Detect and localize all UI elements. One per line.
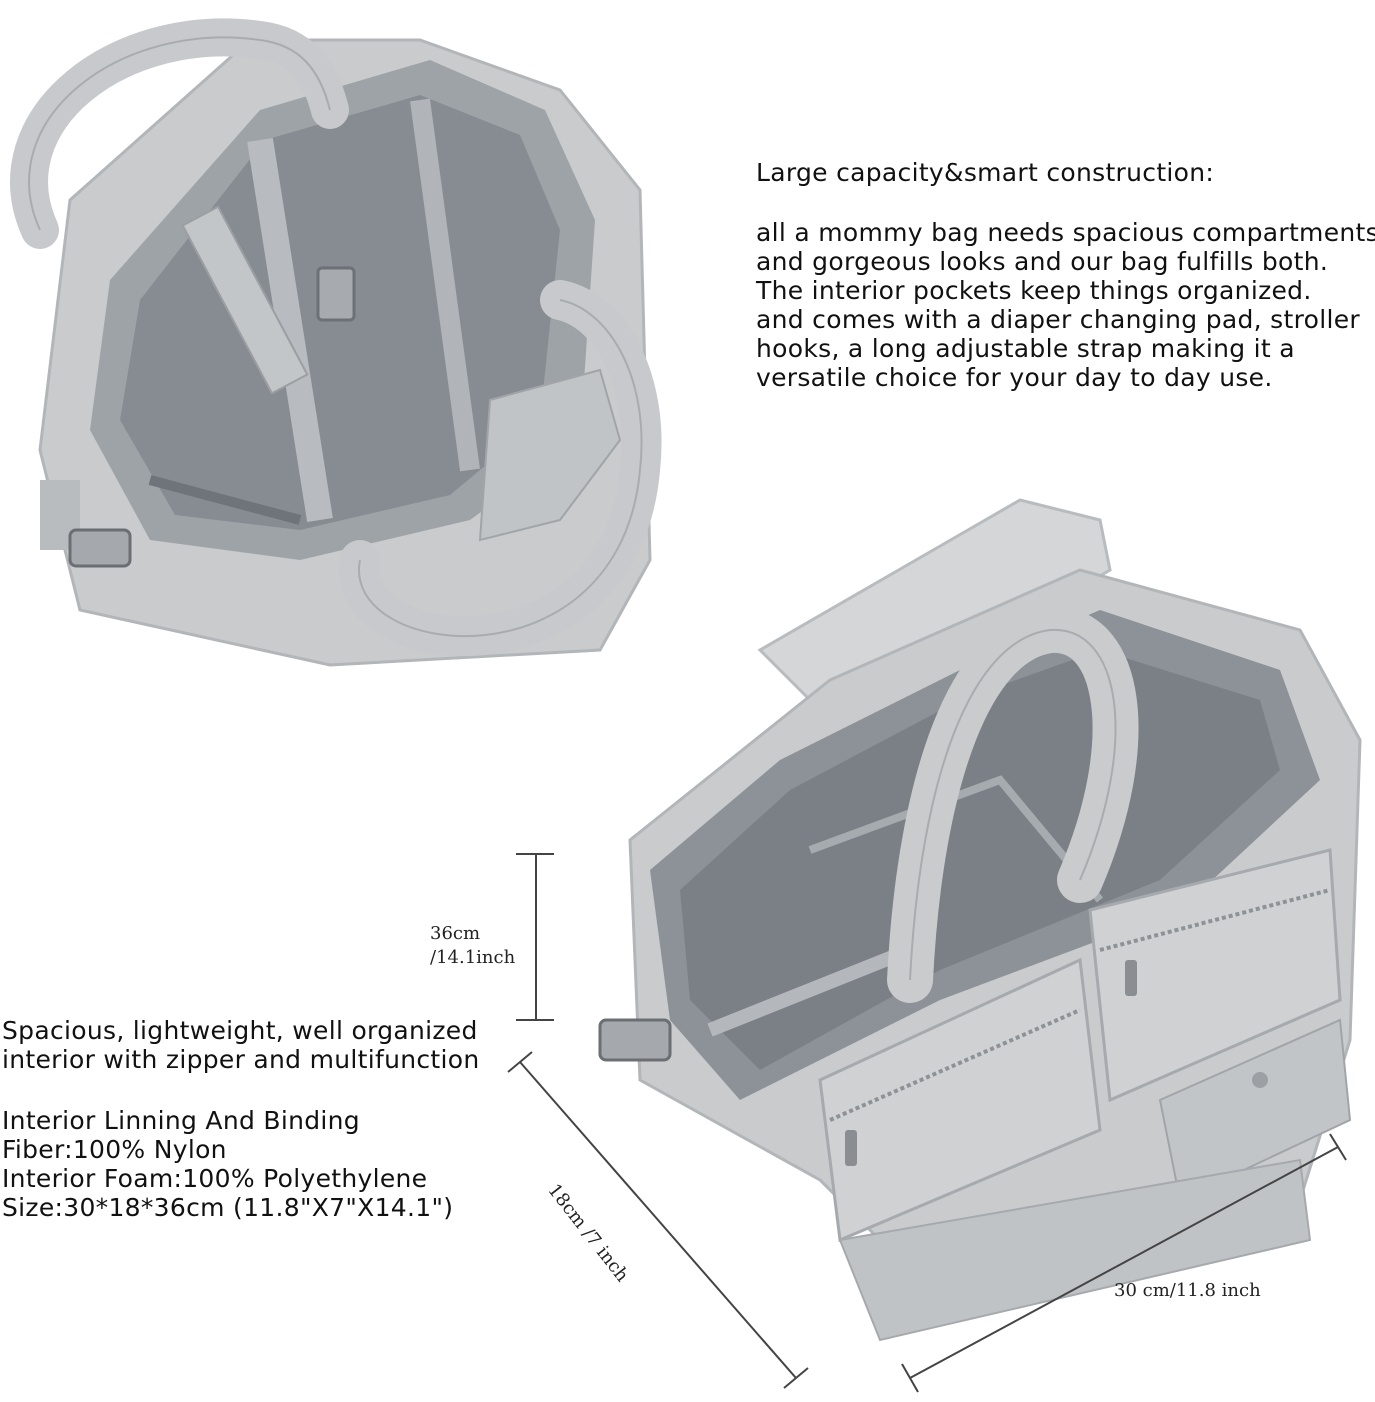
spec-line: Size:30*18*36cm (11.8"X7"X14.1") bbox=[2, 1193, 454, 1222]
interior-heading: Spacious, lightweight, well organized in… bbox=[2, 1016, 480, 1074]
width-dimension-label: 30 cm/11.8 inch bbox=[1114, 1280, 1261, 1301]
material-specs: Interior Linning And Binding Fiber:100% … bbox=[2, 1106, 453, 1222]
description-line: hooks, a long adjustable strap making it… bbox=[756, 334, 1295, 363]
height-cm: 36cm bbox=[430, 923, 481, 944]
height-dimension-label: 36cm /14.1inch bbox=[430, 922, 515, 970]
spec-line: Fiber:100% Nylon bbox=[2, 1135, 227, 1164]
description-line: and comes with a diaper changing pad, st… bbox=[756, 305, 1360, 334]
spec-line: Interior Linning And Binding bbox=[2, 1106, 360, 1135]
description-line: The interior pockets keep things organiz… bbox=[756, 276, 1312, 305]
capacity-heading: Large capacity&smart construction: bbox=[756, 158, 1215, 187]
capacity-description: all a mommy bag needs spacious compartme… bbox=[756, 218, 1375, 392]
interior-heading-line: interior with zipper and multifunction bbox=[2, 1045, 480, 1074]
description-line: all a mommy bag needs spacious compartme… bbox=[756, 218, 1375, 247]
description-line: versatile choice for your day to day use… bbox=[756, 363, 1273, 392]
height-inch: /14.1inch bbox=[430, 947, 516, 968]
bag-top-view-photo bbox=[10, 18, 662, 667]
description-line: and gorgeous looks and our bag fulfills … bbox=[756, 247, 1329, 276]
interior-heading-line: Spacious, lightweight, well organized bbox=[2, 1016, 478, 1045]
spec-line: Interior Foam:100% Polyethylene bbox=[2, 1164, 428, 1193]
bag-angle-view-photo bbox=[598, 498, 1362, 1342]
